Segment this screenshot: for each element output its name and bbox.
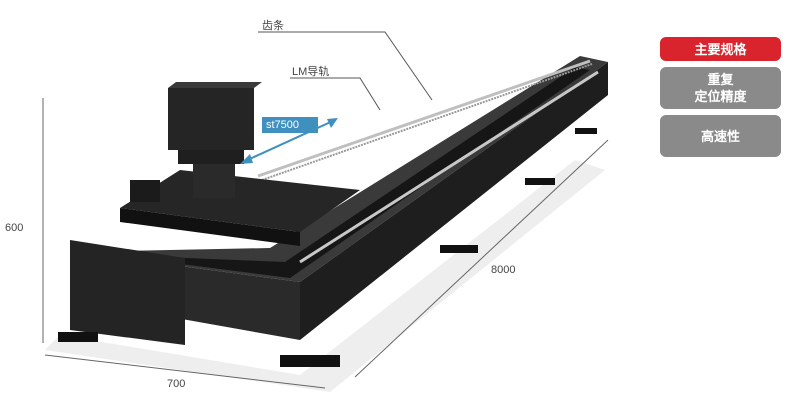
lm-guide-rail-back: [257, 59, 591, 178]
base-pad: [58, 332, 98, 342]
gear-rack-strip: [261, 63, 593, 181]
height-dimension-label: 600: [5, 222, 24, 234]
tab-repeat-accuracy[interactable]: 重复 定位精度: [660, 67, 781, 109]
tab-label: 高速性: [700, 128, 740, 144]
width-dimension-line: [44, 354, 326, 389]
rack-leader-line: [258, 31, 433, 101]
base-pad: [525, 178, 555, 185]
travel-arrow-line: [242, 119, 336, 163]
travel-arrow-head-start: [240, 154, 253, 164]
tab-label: 定位精度: [694, 89, 747, 104]
base-pad: [440, 245, 478, 253]
tab-label: 重复: [707, 72, 734, 87]
base-pad: [280, 355, 340, 367]
length-dimension-label: 8000: [491, 264, 516, 276]
guide-leader-line: [290, 77, 381, 111]
dimension-lines: [42, 98, 609, 389]
carriage-plate: [120, 170, 360, 232]
channel: [110, 67, 590, 278]
rack-callout-label: 齿条: [262, 20, 284, 32]
base-pad: [575, 128, 597, 134]
carriage-plate-edge: [120, 208, 300, 246]
end-block-cap: [130, 180, 160, 202]
beam-top-face: [75, 56, 608, 282]
width-dimension-label: 700: [167, 378, 186, 390]
gearbox: [193, 164, 235, 198]
end-block: [70, 240, 185, 345]
length-dimension-line: [354, 139, 609, 378]
tab-main-specs[interactable]: 主要规格: [660, 37, 781, 61]
tab-high-speed[interactable]: 高速性: [660, 115, 781, 157]
motor-flange: [178, 150, 244, 164]
motor-top: [168, 82, 262, 88]
tab-label: 主要规格: [694, 41, 747, 57]
motor-body: [168, 88, 254, 150]
lm-guide-rail-front: [299, 70, 599, 264]
travel-arrow-head-end: [327, 118, 338, 128]
beam-front-face: [300, 62, 608, 340]
guide-callout-label: LM导轨: [292, 66, 330, 78]
travel-badge: st7500: [262, 117, 318, 133]
spec-tabs: 主要规格 重复 定位精度 高速性: [660, 37, 781, 163]
